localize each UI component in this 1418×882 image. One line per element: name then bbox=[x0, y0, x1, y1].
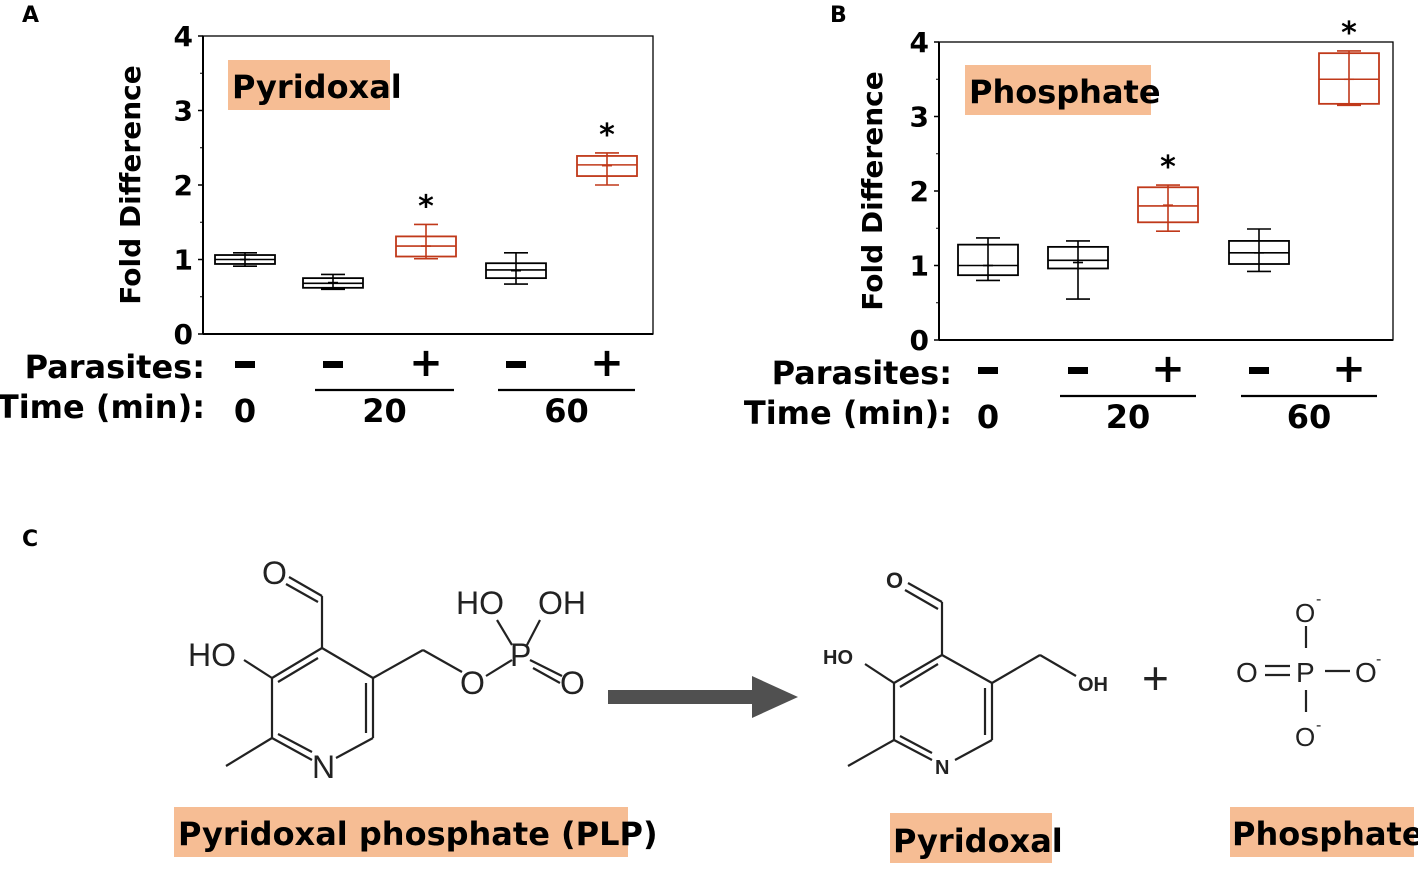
chart-a-y-axis-label: Fold Difference bbox=[114, 65, 147, 304]
panel-label-a: A bbox=[22, 3, 39, 28]
chart-a-time-row-label: Time (min): bbox=[0, 388, 205, 426]
plp-atom-p-oh2: OH bbox=[538, 585, 586, 621]
pyr-atom-ho: HO bbox=[823, 647, 853, 669]
chart-b-significance-asterisk: * bbox=[1160, 150, 1176, 185]
plp-atom-ho: HO bbox=[188, 637, 236, 673]
pyridoxal-label-highlight bbox=[890, 813, 1052, 863]
chart-b-parasite-plus: + bbox=[1151, 346, 1185, 392]
phosphate-charge-top: - bbox=[1316, 591, 1321, 608]
phosphate-label: Phosphate bbox=[1232, 815, 1418, 853]
pyr-atom-n: N bbox=[935, 757, 949, 779]
chart-b-time-row-label: Time (min): bbox=[744, 394, 952, 432]
chart-a-title: Pyridoxal bbox=[232, 68, 402, 106]
phosphate-atom-o-bottom: O bbox=[1295, 722, 1315, 752]
chart-b-box-1 bbox=[1047, 240, 1109, 300]
panel-label-c: C bbox=[22, 527, 38, 552]
chart-a-significance-asterisk: * bbox=[599, 118, 615, 153]
chart-a-parasites-row-label: Parasites: bbox=[25, 348, 205, 386]
chart-b-parasites-row-label: Parasites: bbox=[772, 354, 952, 392]
chart-b-y-tick-label: 4 bbox=[910, 26, 929, 59]
chart-b-significance-asterisk: * bbox=[1341, 16, 1357, 51]
panel-label-b: B bbox=[830, 3, 847, 28]
chart-b-time-label: 20 bbox=[1106, 398, 1151, 436]
phosphate-label-highlight bbox=[1230, 807, 1414, 857]
chart-b-y-tick-label: 1 bbox=[910, 250, 929, 283]
chart-a-title-highlight bbox=[228, 60, 390, 110]
pyridoxal-label: Pyridoxal bbox=[893, 822, 1063, 860]
chart-b-parasite-minus bbox=[978, 367, 998, 374]
chart-a-box-4: * bbox=[576, 118, 638, 186]
chart-b-box-3 bbox=[1228, 228, 1290, 273]
chart-b-box-0 bbox=[957, 237, 1019, 282]
chart-b-y-tick-label: 0 bbox=[910, 324, 929, 357]
chart-a-parasite-plus: + bbox=[590, 340, 624, 386]
pyridoxal-structure bbox=[847, 582, 1077, 767]
chart-a-parasite-minus bbox=[323, 361, 343, 368]
phosphate-atom-o-top: O bbox=[1295, 598, 1315, 628]
chart-a-time-label: 60 bbox=[544, 392, 589, 430]
chart-b-time-label: 60 bbox=[1287, 398, 1332, 436]
reaction-scheme: O HO N O P HO OH O bbox=[174, 555, 1418, 863]
plp-atom-aldehyde-o: O bbox=[262, 555, 287, 591]
chart-b-title-highlight bbox=[965, 65, 1151, 115]
chart-a-time-label: 20 bbox=[362, 392, 407, 430]
phosphate-atom-o-left: O bbox=[1236, 657, 1258, 688]
phosphate-charge-right: - bbox=[1376, 651, 1381, 668]
chart-b-parasite-minus bbox=[1068, 367, 1088, 374]
chart-b-box-4: * bbox=[1318, 16, 1380, 107]
chart-a-box-0 bbox=[214, 251, 276, 268]
pyr-atom-aldehyde-o: O bbox=[886, 568, 903, 593]
chart-a-box-3 bbox=[485, 251, 547, 285]
plp-atom-p-oh1: HO bbox=[456, 585, 504, 621]
chart-b-box-2: * bbox=[1137, 150, 1199, 233]
plp-atom-ester-o: O bbox=[460, 665, 485, 701]
chart-a-significance-asterisk: * bbox=[418, 189, 434, 224]
reaction-plus-sign: + bbox=[1142, 652, 1169, 704]
phosphate-atom-p: P bbox=[1296, 657, 1315, 688]
chart-a-time-label: 0 bbox=[234, 392, 256, 430]
plp-label: Pyridoxal phosphate (PLP) bbox=[178, 815, 658, 853]
chart-a-parasite-minus bbox=[235, 361, 255, 368]
pyr-atom-oh: OH bbox=[1078, 674, 1108, 696]
chart-a-y-tick-label: 1 bbox=[174, 244, 193, 277]
chart-b-y-tick-label: 3 bbox=[910, 101, 929, 134]
plp-atom-n: N bbox=[312, 749, 335, 785]
phosphate-structure bbox=[1265, 626, 1350, 712]
plp-structure bbox=[225, 576, 563, 767]
plp-label-highlight bbox=[174, 807, 628, 857]
phosphate-charge-bottom: - bbox=[1316, 717, 1321, 734]
reaction-arrow bbox=[608, 676, 798, 718]
chart-b-y-axis-label: Fold Difference bbox=[856, 71, 889, 310]
chart-b-parasite-minus bbox=[1249, 367, 1269, 374]
chart-b-time-label: 0 bbox=[977, 398, 999, 436]
chart-a-box-1 bbox=[302, 273, 364, 291]
plp-atom-p: P bbox=[510, 637, 531, 673]
plp-atom-p-o: O bbox=[560, 665, 585, 701]
chart-a-y-tick-label: 3 bbox=[174, 95, 193, 128]
chart-a-y-tick-label: 0 bbox=[174, 318, 193, 351]
chart-a-box-2: * bbox=[395, 189, 457, 260]
chart-b-parasite-plus: + bbox=[1332, 346, 1366, 392]
chart-b-y-tick-label: 2 bbox=[910, 175, 929, 208]
chart-a-parasite-minus bbox=[506, 361, 526, 368]
chart-a-parasite-plus: + bbox=[409, 340, 443, 386]
chart-a-y-tick-label: 2 bbox=[174, 169, 193, 202]
chart-a-y-tick-label: 4 bbox=[174, 20, 193, 53]
phosphate-atom-o-right: O bbox=[1355, 657, 1377, 688]
chart-b-title: Phosphate bbox=[969, 73, 1161, 111]
